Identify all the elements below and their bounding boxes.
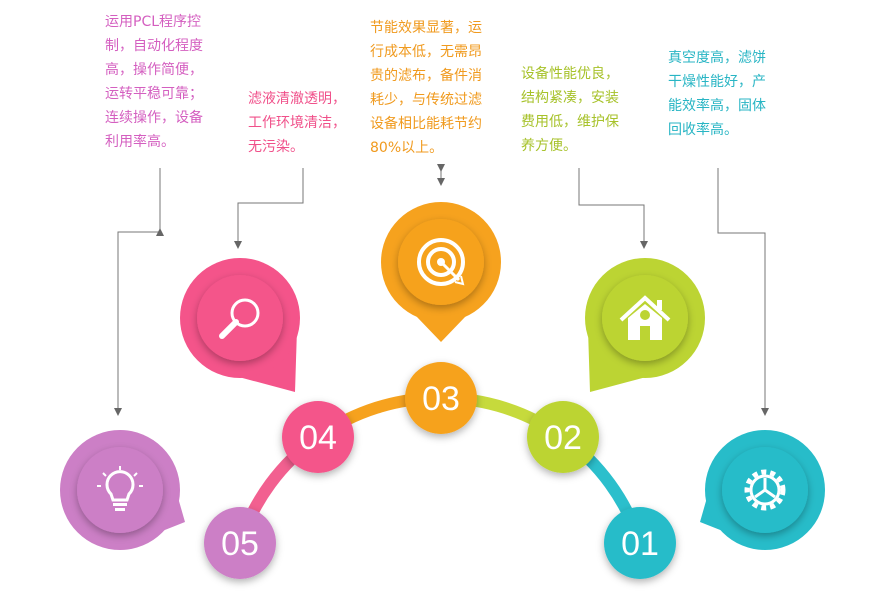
- connector-02: [578, 168, 648, 249]
- step-circle: [282, 401, 354, 473]
- description-line: 设备相比能耗节约: [370, 116, 482, 132]
- description-line: 运转平稳可靠；: [105, 86, 203, 102]
- step-number: 03: [422, 380, 460, 418]
- step-number: 01: [621, 525, 659, 563]
- description-line: 80%以上。: [370, 140, 444, 156]
- description-line: 真空度高，滤饼: [668, 50, 766, 66]
- description-line: 贵的滤布，备件消: [370, 68, 482, 84]
- description-line: 运用PCL程序控: [105, 14, 202, 30]
- connector-05: [118, 168, 160, 412]
- step-badge-03: 03: [405, 362, 477, 434]
- step-badge-02: 02: [527, 401, 599, 473]
- description-line: 行成本低，无需昂: [370, 44, 482, 60]
- description-01: 真空度高，滤饼干燥性能好，产能效率高，固体回收率高。: [668, 46, 766, 142]
- description-line: 结构紧凑，安装: [521, 90, 619, 106]
- step-badges: 05 04 03 02 01: [204, 362, 676, 579]
- description-line: 设备性能优良，: [521, 66, 619, 82]
- target-icon: [417, 238, 465, 286]
- description-line: 制，自动化程度: [105, 38, 203, 54]
- step-circle: [204, 507, 276, 579]
- connectors: [118, 164, 769, 416]
- description-line: 费用低，维护保: [521, 114, 619, 130]
- description-line: 耗少，与传统过滤: [370, 92, 482, 108]
- description-line: 干燥性能好，产: [668, 74, 766, 90]
- step-number: 05: [221, 525, 259, 563]
- description-05: 运用PCL程序控制，自动化程度高，操作简便， 运转平稳可靠； 连续操作，设备利用率高…: [105, 10, 203, 154]
- pin-05: [60, 430, 185, 550]
- magnifier-icon: [219, 298, 260, 339]
- step-circle: [527, 401, 599, 473]
- pin-04: [180, 258, 300, 392]
- connector-01: [717, 168, 769, 416]
- step-badge-01: 01: [604, 507, 676, 579]
- lightbulb-icon: [97, 466, 143, 511]
- connector-04: [234, 168, 304, 249]
- description-line: 回收率高。: [668, 122, 738, 138]
- description-line: 节能效果显著，运: [370, 20, 482, 36]
- description-line: 能效率高，固体: [668, 98, 766, 114]
- pins: [60, 202, 825, 550]
- pin-01: [700, 430, 825, 550]
- description-03: 节能效果显著，运行成本低，无需昂贵的滤布，备件消耗少，与传统过滤设备相比能耗节约…: [370, 16, 482, 160]
- description-line: 滤液清澈透明，: [248, 91, 346, 107]
- description-line: 利用率高。: [105, 134, 175, 150]
- pin-02: [585, 258, 705, 392]
- step-number: 04: [299, 419, 337, 457]
- description-line: 高，操作简便，: [105, 62, 203, 78]
- pin-inner: [197, 275, 283, 361]
- description-line: 无污染。: [248, 139, 304, 155]
- step-number: 02: [544, 419, 582, 457]
- step-circle: [405, 362, 477, 434]
- description-02: 设备性能优良， 结构紧凑，安装费用低，维护保养方便。: [521, 62, 619, 158]
- house-icon: [619, 295, 671, 340]
- description-04: 滤液清澈透明， 工作环境清洁， 无污染。: [248, 87, 346, 159]
- step-badge-04: 04: [282, 401, 354, 473]
- gear-icon: [744, 469, 786, 511]
- step-circle: [604, 507, 676, 579]
- pin-03: [381, 202, 501, 342]
- step-badge-05: 05: [204, 507, 276, 579]
- pin-inner: [77, 447, 163, 533]
- description-line: 养方便。: [521, 138, 577, 154]
- description-line: 连续操作，设备: [105, 110, 203, 126]
- description-line: 工作环境清洁，: [248, 115, 346, 131]
